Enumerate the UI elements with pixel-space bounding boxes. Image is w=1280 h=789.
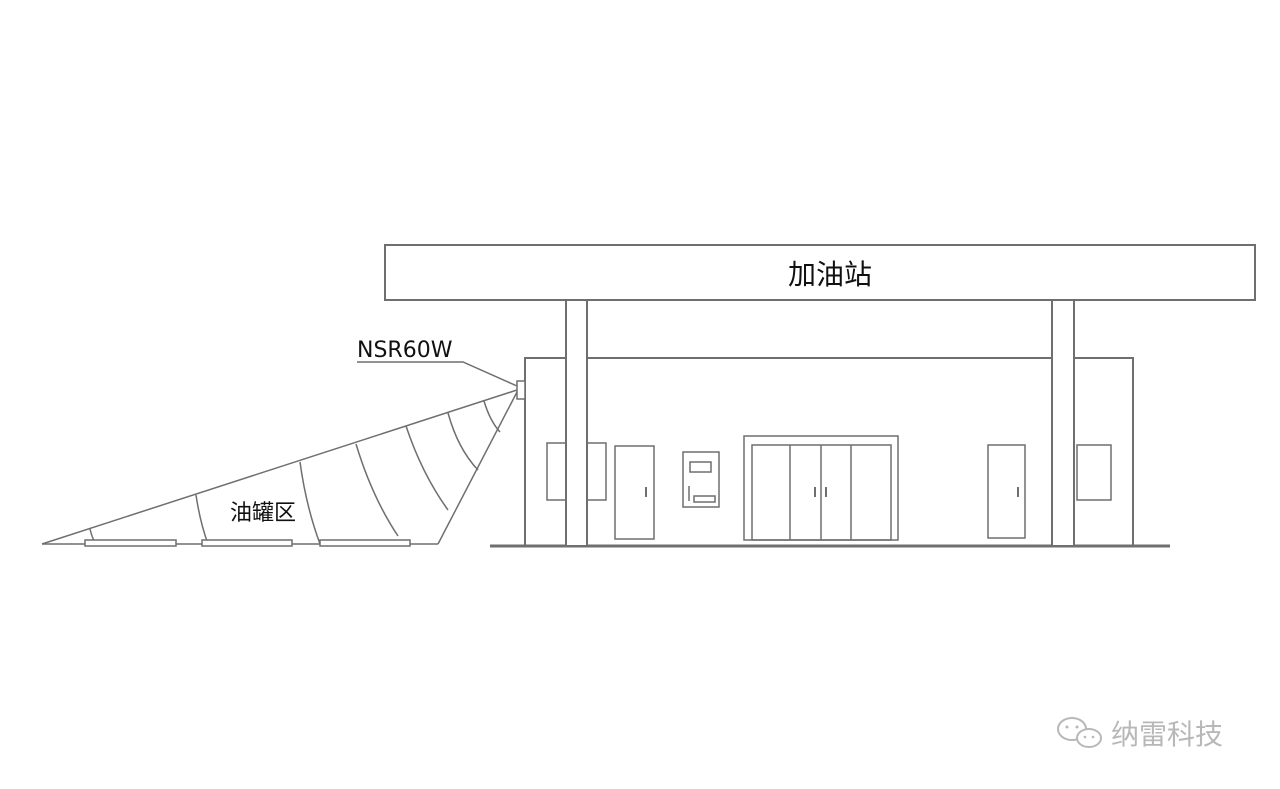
wall-panel [682, 451, 720, 508]
door-right [987, 444, 1026, 539]
range-arc [483, 400, 501, 433]
canopy-column-left [565, 299, 588, 547]
window-right [1076, 444, 1112, 501]
range-arc [405, 425, 449, 511]
canopy-column-right [1051, 299, 1075, 547]
building-outline [524, 357, 1134, 546]
canopy-roof [384, 244, 1256, 301]
coverage-upper-edge [41, 389, 518, 545]
range-arc [299, 461, 321, 545]
wechat-icon [1057, 717, 1102, 748]
range-arc [447, 412, 479, 471]
canopy: 加油站 [384, 244, 1256, 301]
range-arc [195, 494, 209, 545]
window-left-a [546, 442, 567, 501]
wall-panel-screen [689, 461, 712, 473]
main-door [743, 435, 899, 541]
radar-sensor: NSR60W [357, 338, 526, 400]
station-title: 加油站 [788, 258, 872, 291]
sensor-label: NSR60W [357, 338, 453, 363]
range-arc [355, 443, 399, 537]
sensor-leader-line [357, 361, 518, 387]
wall-panel-tray [693, 495, 716, 503]
tank-area-label: 油罐区 [230, 501, 296, 526]
radar-device [516, 380, 526, 400]
watermark-text: 纳雷科技 [1111, 718, 1223, 751]
watermark: 纳雷科技 [1057, 717, 1223, 751]
station-building [490, 299, 1170, 548]
radar-coverage: 油罐区 [41, 389, 518, 547]
oil-tank [319, 539, 411, 547]
oil-tank [201, 539, 293, 547]
oil-tank [84, 539, 177, 547]
coverage-lower-edge [437, 391, 518, 545]
door-left [614, 445, 655, 540]
window-left-b [586, 442, 607, 501]
